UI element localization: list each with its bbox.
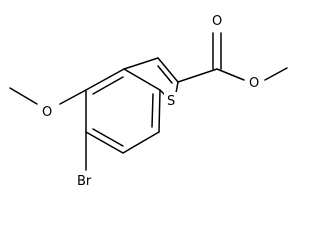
bond-oester-methyl bbox=[264, 67, 288, 81]
methyl-6-bromo-5-methoxy-benzothiophene-2-carboxylate-structure: S O O O Br bbox=[9, 12, 288, 189]
sulfur-label: S bbox=[167, 94, 175, 109]
bond-ccarbonyl-oester bbox=[216, 68, 245, 81]
bond-c3a-c4 bbox=[85, 68, 125, 91]
bond-c5-omethoxy bbox=[59, 89, 87, 105]
bond-c7-c7a bbox=[158, 89, 161, 133]
carbonyl-oxygen-label: O bbox=[212, 14, 222, 29]
thiophene-ring bbox=[123, 57, 179, 95]
atom-labels: S O O O Br bbox=[40, 12, 262, 189]
bond-c3a-c4-inner bbox=[92, 76, 124, 95]
bromine-label: Br bbox=[77, 174, 92, 189]
bond-c2-ccarbonyl bbox=[177, 68, 218, 83]
bond-c7a-c3a bbox=[123, 68, 161, 91]
bond-c3-c2-inner bbox=[157, 65, 173, 84]
methoxy-oxygen-label: O bbox=[42, 105, 52, 120]
bond-c3a-c3 bbox=[123, 57, 159, 70]
bond-omethoxy-methyl bbox=[9, 87, 38, 105]
methoxy-group bbox=[9, 87, 87, 105]
bond-c2-s1 bbox=[175, 81, 179, 94]
bond-s1-c7a bbox=[159, 89, 165, 95]
benzene-ring bbox=[85, 68, 161, 154]
bond-c5-c6-inner bbox=[92, 128, 124, 147]
bond-c3-c2 bbox=[157, 57, 179, 83]
ester-oxygen-label: O bbox=[249, 76, 259, 91]
bond-c7-c7a-inner bbox=[151, 93, 154, 128]
bond-c6-c7 bbox=[122, 131, 160, 154]
bond-c5-c6 bbox=[85, 131, 124, 154]
methyl-ester-group bbox=[177, 32, 288, 83]
